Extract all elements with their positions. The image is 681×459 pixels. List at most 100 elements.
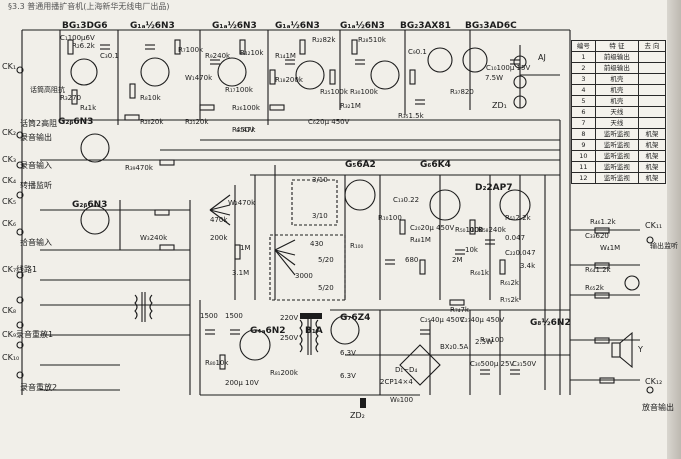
input-label-12: CK₆ (2, 219, 16, 228)
component-label: W₄1M (600, 244, 620, 252)
input-label-4: CK₂ (2, 128, 16, 137)
component-label: R₆₄1.2k (585, 266, 612, 274)
terminal-feature-cell: 前级输出 (594, 51, 640, 63)
component-label: C₃₀500μ 25V (470, 360, 514, 368)
component-label: R₄1k (80, 104, 97, 112)
component-label: 3/10 (312, 176, 328, 184)
input-label-2: 话筒高阻抗 (30, 85, 65, 94)
component-label: R₄₈1M (410, 236, 431, 244)
terminal-feature-cell: 监听监视 (594, 172, 640, 184)
component-label: R₂6.2k (72, 42, 96, 50)
component-label: C₆20μ 450V (308, 118, 350, 126)
component-label: W₂470k (228, 199, 256, 207)
input-label-8: CK₄ (2, 176, 16, 185)
component-label: R₇₆100 (480, 336, 504, 344)
terminal-feature-cell: 监听监视 (594, 128, 640, 140)
tube-label-v1: BG₁3DG6 (62, 21, 108, 31)
component-label: 100 (470, 226, 483, 234)
component-label: C₂₅40μ 450V (420, 316, 464, 324)
terminal-feature-cell: 天线 (594, 117, 640, 129)
terminal-dest-cell (638, 73, 666, 85)
component-label: R₃₇820 (450, 88, 474, 96)
page-edge-shadow (667, 0, 681, 459)
component-label: R₈10k (140, 94, 162, 102)
component-label: W₈100 (390, 396, 413, 404)
component-label: R₄₆1.2k (590, 218, 617, 226)
component-label: C₃0.1 (100, 52, 119, 60)
terminal-id-cell: 11 (571, 161, 596, 173)
component-label: 450V (236, 126, 254, 134)
component-label: 1500 (200, 312, 218, 320)
terminal-dest-cell (638, 62, 666, 74)
terminal-dest-cell (638, 95, 666, 107)
component-label: R₆₀1k (470, 269, 490, 277)
component-label: R₃₂1M (340, 102, 361, 110)
component-label: R₅₁2.2k (505, 214, 532, 222)
component-label: R₅₀100k (455, 226, 484, 234)
input-label-15: CK₉录音重放1 (2, 329, 53, 339)
input-label-11: 拾音输入 (20, 237, 52, 247)
component-label: 220V (280, 314, 298, 322)
component-label: 3/10 (312, 212, 328, 220)
component-label: R₁₀100 (378, 214, 402, 222)
component-label: 200k (210, 234, 228, 242)
component-label: 1M (240, 244, 251, 252)
terminal-dest-cell: 机架 (638, 150, 666, 162)
component-label: 1500 (225, 312, 243, 320)
input-label-9: 转播监听 (20, 180, 52, 190)
component-label: R₈₁200k (270, 369, 299, 377)
component-label: R₅₈240k (478, 226, 507, 234)
input-label-7: 录音输入 (20, 160, 52, 170)
tube-label-v15: G₇6Z4 (340, 313, 370, 323)
tube-label-v6: BG₂3AX81 (400, 21, 451, 31)
component-label: C₉0.1 (408, 48, 427, 56)
component-label: 5/20 (318, 256, 334, 264)
component-label: R₂₇47k (232, 126, 256, 134)
component-label: C₃₃620 (585, 232, 609, 240)
terminal-dest-cell: 机架 (638, 161, 666, 173)
component-label: R₉240k (205, 52, 231, 60)
component-label: 2CP14×4 (380, 378, 413, 386)
terminal-feature-cell: 机壳 (594, 73, 640, 85)
terminal-dest-cell: 机架 (638, 139, 666, 151)
component-label: R₁₀₀ (350, 242, 363, 250)
component-label: R₆₅2k (585, 284, 605, 292)
component-label: BX₂0.5A (440, 343, 469, 351)
component-label: 6.3V (340, 372, 356, 380)
terminal-table-header: 编号 特 征 去 向 (571, 40, 666, 52)
terminal-dest-cell (638, 117, 666, 129)
terminal-id-cell: 6 (571, 106, 596, 118)
component-label: 10k (465, 246, 479, 254)
component-label: C₁100μ6V (60, 34, 95, 42)
terminal-id-cell: 8 (571, 128, 596, 140)
terminal-id-cell: 1 (571, 51, 596, 63)
output-label-ck12: CK₁₂ (645, 377, 662, 386)
col-header-id: 编号 (571, 40, 596, 52)
tube-label-v4: G₁ₐ½6N3 (275, 20, 320, 31)
component-label: C₁₃0.22 (393, 196, 419, 204)
col-header-dest: 去 向 (638, 40, 666, 52)
terminal-feature-cell: 机壳 (594, 84, 640, 96)
component-label: R₂₅100k (320, 88, 349, 96)
output-label-zd1: ZD₁ (492, 101, 507, 110)
component-label: 3.1M (232, 269, 249, 277)
tube-label-v16: G₈½6N2 (530, 317, 571, 328)
tube-label-v10: G₅6A2 (345, 160, 376, 170)
component-label: 0.047 (505, 234, 525, 242)
component-label: R₇₅2k (500, 296, 520, 304)
tube-label-v13: G₄ₐ6N2 (250, 326, 286, 336)
component-label: R₁₇100k (225, 86, 254, 94)
input-label-5: 录音输出 (20, 132, 52, 142)
terminal-id-cell: 5 (571, 95, 596, 107)
input-label-6: CK₃ (2, 155, 16, 164)
